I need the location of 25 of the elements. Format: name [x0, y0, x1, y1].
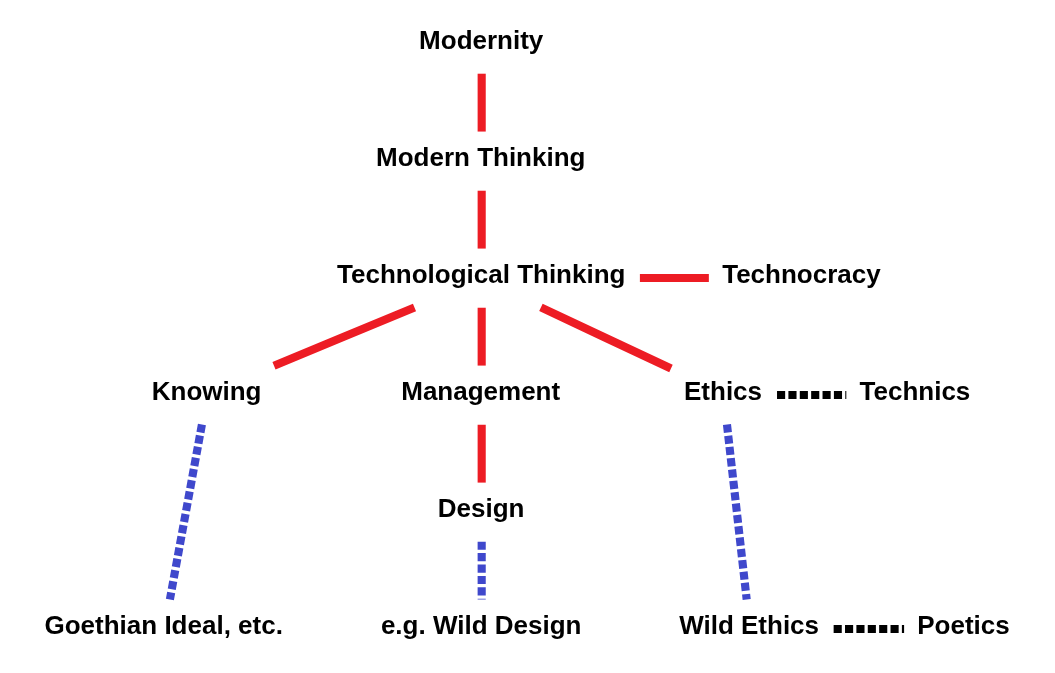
node-text: Poetics [916, 609, 1010, 640]
node-text: Ethics [683, 375, 762, 406]
connector [639, 273, 709, 283]
connector [271, 303, 416, 370]
connector [477, 541, 486, 600]
connector [776, 390, 846, 400]
connector [165, 423, 206, 601]
connector [833, 624, 904, 634]
node-text: e.g. Wild Design [380, 609, 581, 640]
connector [477, 424, 486, 483]
node-text: Modernity [418, 24, 543, 55]
node-text: Wild Ethics [678, 609, 819, 640]
connector [477, 190, 486, 249]
node-text: Goethian Ideal, etc. [44, 609, 283, 640]
connector [722, 424, 751, 600]
node-text: Design [437, 492, 524, 523]
node-text: Modern Thinking [375, 141, 585, 172]
connector [477, 307, 486, 366]
node-text: Knowing [151, 375, 262, 406]
connector [538, 303, 673, 373]
node-text: Technocracy [721, 258, 881, 289]
node-text: Technological Thinking [336, 258, 625, 289]
connector [477, 73, 486, 132]
node-text: Technics [859, 375, 970, 406]
node-text: Management [400, 375, 560, 406]
